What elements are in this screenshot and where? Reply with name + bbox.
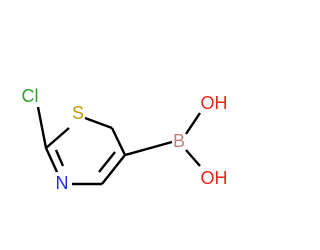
atom-label-boron: B	[173, 131, 185, 151]
atom-label-nitrogen: N	[56, 173, 69, 193]
bond-c5-s	[110, 127, 127, 156]
atom-label-chlorine: Cl	[22, 86, 39, 106]
atom-label-hydroxyl-top: OH	[201, 93, 228, 113]
bond-b-oh-top	[185, 112, 201, 135]
atom-labels: Cl S N B OH OH	[22, 86, 228, 193]
atom-label-sulfur: S	[72, 103, 84, 123]
atom-label-hydroxyl-bottom: OH	[201, 168, 228, 188]
bond-c2-s	[45, 127, 70, 149]
bond-c2-n-inner	[54, 149, 65, 167]
bond-c5-b	[124, 140, 173, 157]
bond-s-c5	[84, 116, 113, 130]
bond-c2-cl	[36, 106, 48, 149]
bond-c4-c5	[101, 154, 126, 185]
molecule-structure: Cl S N B OH OH	[22, 86, 228, 193]
bond-c2-n	[44, 147, 59, 173]
bond-c4-c5-inner	[98, 151, 116, 173]
bond-b-oh-bottom	[185, 149, 201, 167]
bonds	[36, 106, 201, 186]
